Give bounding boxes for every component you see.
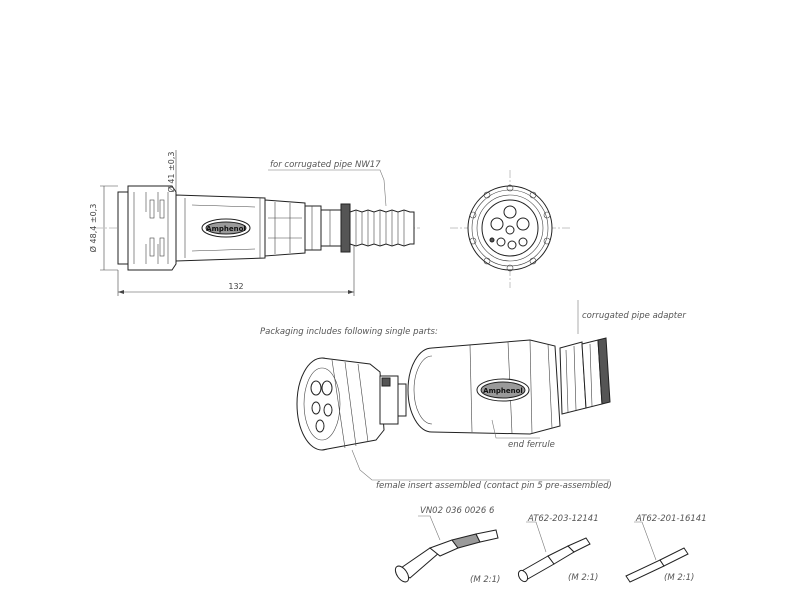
part1-scale: (M 2:1) xyxy=(470,575,500,585)
brand-logo-ferrule: Amphenol xyxy=(483,387,523,395)
part2-label: AT62-203-12141 xyxy=(527,514,599,524)
part1-label: VN02 036 0026 6 xyxy=(420,506,495,516)
connector-side-view: Amphenol xyxy=(95,185,420,271)
adapter-label: corrugated pipe adapter xyxy=(582,311,686,321)
connector-front-view xyxy=(450,170,570,288)
part2-scale: (M 2:1) xyxy=(568,573,598,583)
female-insert-label: female insert assembled (contact pin 5 p… xyxy=(376,481,612,491)
pipe-adapter-part: corrugated pipe adapter xyxy=(559,300,686,415)
contact-pin-1: VN02 036 0026 6 (M 2:1) xyxy=(394,506,500,585)
contact-pin-3: AT62-201-16141 (M 2:1) xyxy=(625,514,707,583)
packaging-label: Packaging includes following single part… xyxy=(260,327,438,337)
corrugated-pipe-label: for corrugated pipe NW17 xyxy=(270,160,381,170)
female-insert-part: female insert assembled (contact pin 5 p… xyxy=(296,357,612,491)
inner-diameter-dim: Ø 41 ±0,3 xyxy=(166,152,176,193)
part3-label: AT62-201-16141 xyxy=(635,514,707,524)
brand-logo-side: Amphenol xyxy=(206,225,246,233)
outer-diameter-dim: Ø 48,4 ±0,3 xyxy=(88,204,98,253)
contact-pin-2: AT62-203-12141 (M 2:1) xyxy=(517,514,599,583)
side-view-dimensions: Ø 48,4 ±0,3 Ø 41 ±0,3 132 for corrugated… xyxy=(88,150,387,296)
length-dim: 132 xyxy=(228,282,243,291)
part3-scale: (M 2:1) xyxy=(664,573,694,583)
end-ferrule-part: Amphenol end ferrule xyxy=(407,339,561,450)
end-ferrule-label: end ferrule xyxy=(508,440,555,450)
